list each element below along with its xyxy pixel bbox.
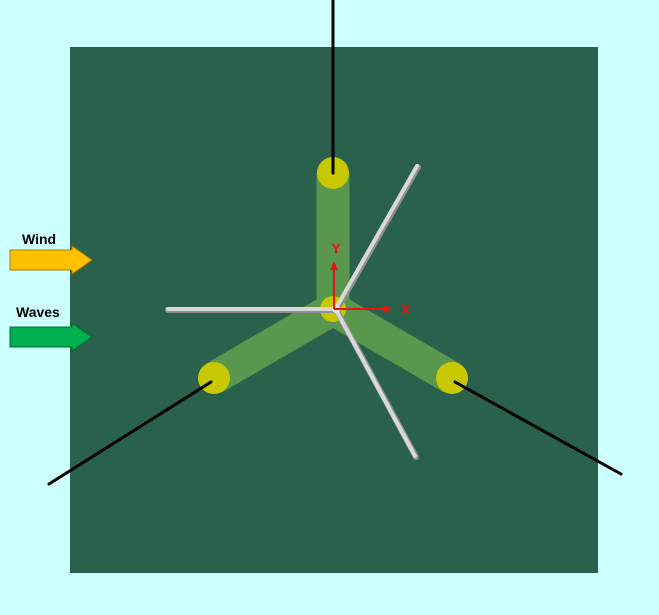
mooring-line-southwest [47,380,213,486]
x-axis-arrowhead [383,305,392,313]
x-axis-label: X [401,301,411,317]
pontoon-southeast [324,294,461,393]
rotor-blades [165,164,421,460]
y-axis-arrowhead [330,261,338,270]
coordinate-axes [330,261,392,313]
mooring-line-southeast [453,380,623,476]
wind-label: Wind [22,231,56,247]
column-southwest [198,362,230,394]
waves-arrow-icon [9,322,93,352]
wind-arrow-icon [9,245,93,275]
mooring-lines [47,0,623,486]
blade-upper-right [334,164,419,310]
y-axis-label: Y [331,240,341,256]
blade-lower-right [334,308,417,458]
pontoon-southwest [205,294,342,393]
waves-label: Waves [16,304,60,320]
column-southeast [436,362,468,394]
